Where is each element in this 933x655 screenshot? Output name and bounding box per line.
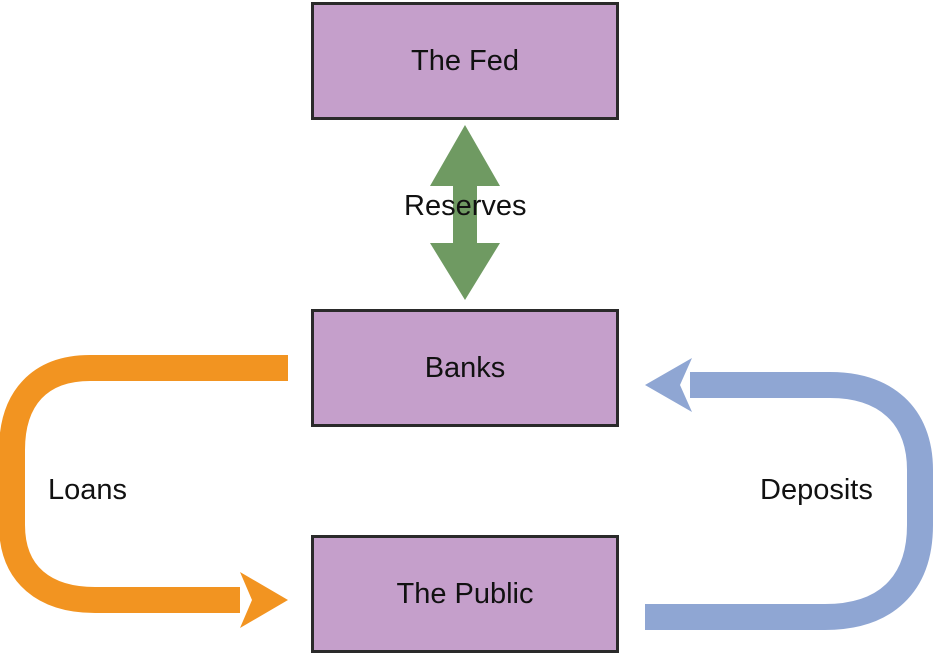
deposits-arrow-icon bbox=[645, 358, 933, 630]
deposits-label: Deposits bbox=[760, 474, 873, 506]
public-node: The Public bbox=[311, 535, 619, 653]
banks-node-label: Banks bbox=[424, 351, 506, 384]
reserves-arrow-icon bbox=[430, 125, 500, 300]
public-node-label: The Public bbox=[396, 577, 534, 610]
reserves-label: Reserves bbox=[404, 190, 527, 222]
fed-node: The Fed bbox=[311, 2, 619, 120]
loans-arrow-icon bbox=[0, 355, 288, 628]
loans-label: Loans bbox=[48, 474, 128, 506]
fed-node-label: The Fed bbox=[411, 44, 519, 77]
banks-node: Banks bbox=[311, 309, 619, 427]
